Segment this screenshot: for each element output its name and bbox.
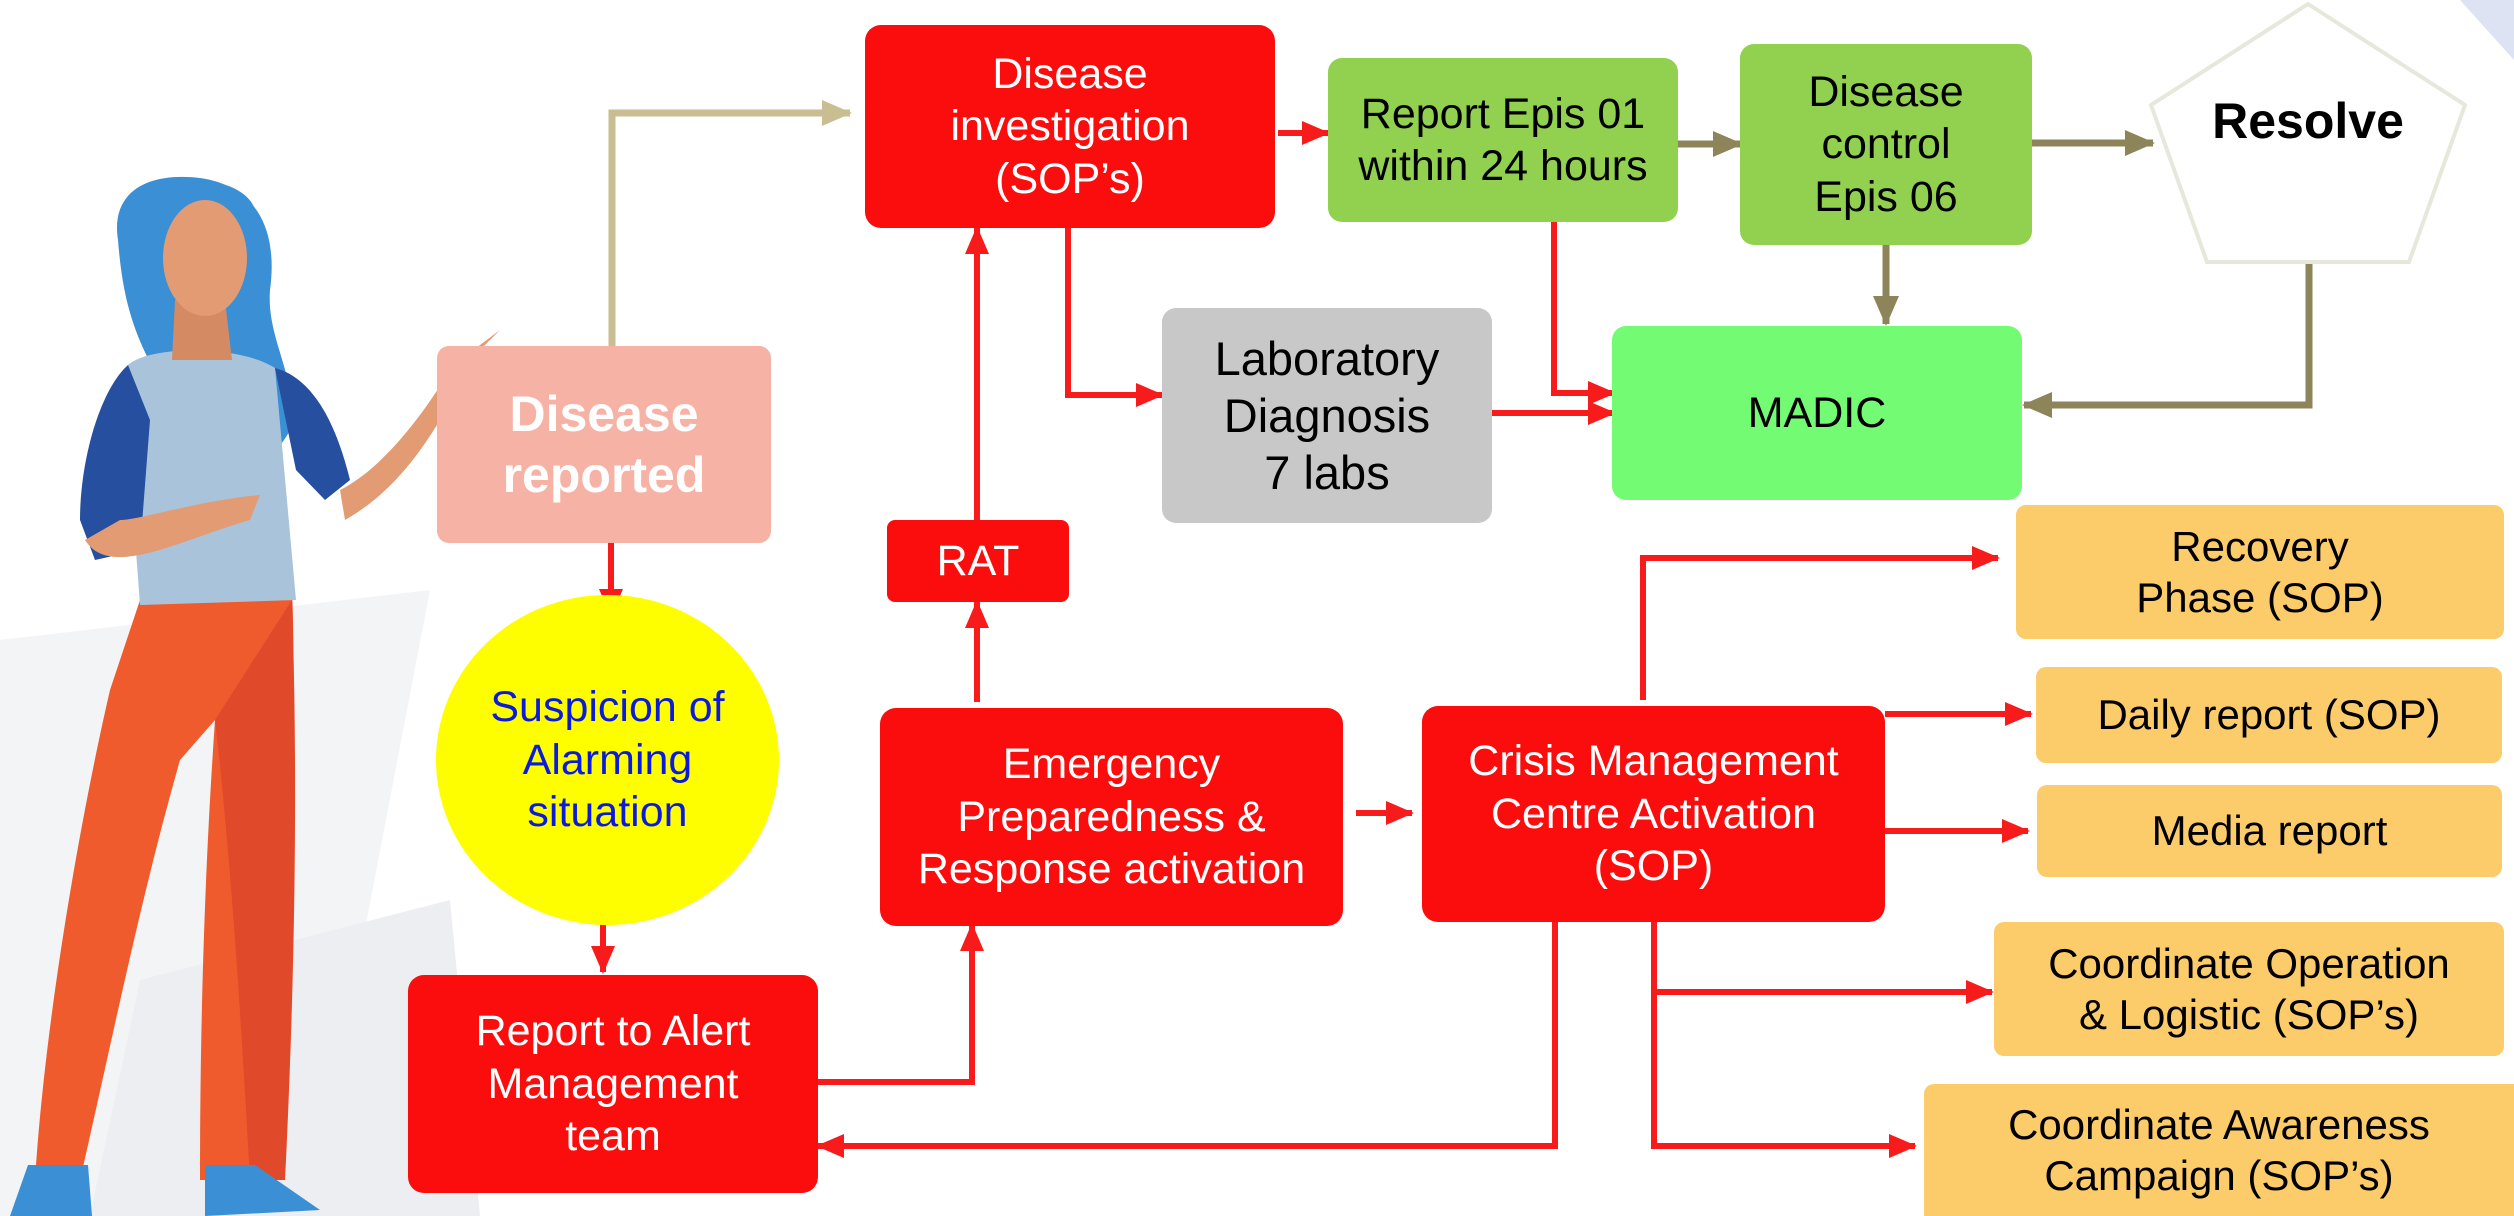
report-epis01-box: Report Epis 01 within 24 hours [1328,58,1678,222]
emergency-preparedness-box: Emergency Preparedness & Response activa… [880,708,1343,926]
media-report-box: Media report [2037,785,2502,877]
resolve-label: Resolve [2212,93,2404,149]
daily-report-box: Daily report (SOP) [2036,667,2502,763]
coordinate-operation-box: Coordinate Operation & Logistic (SOP’s) [1994,922,2504,1056]
report-alert-team-box: Report to Alert Management team [408,975,818,1193]
disease-control-box: Disease control Epis 06 [1740,44,2032,245]
person-figure [10,176,500,1216]
disease-investigation-box: Disease investigation (SOP’s) [865,25,1275,228]
coordinate-awareness-box: Coordinate Awareness Campaign (SOP’s) [1924,1084,2514,1216]
recovery-phase-box: Recovery Phase (SOP) [2016,505,2504,639]
resolve-pentagon: Resolve [2147,0,2469,268]
madic-box: MADIC [1612,326,2022,500]
suspicion-circle: Suspicion of Alarming situation [436,595,779,925]
rat-box: RAT [887,520,1069,602]
crisis-management-box: Crisis Management Centre Activation (SOP… [1422,706,1885,922]
laboratory-diagnosis-box: Laboratory Diagnosis 7 labs [1162,308,1492,523]
disease-reported-box: Disease reported [437,346,771,543]
